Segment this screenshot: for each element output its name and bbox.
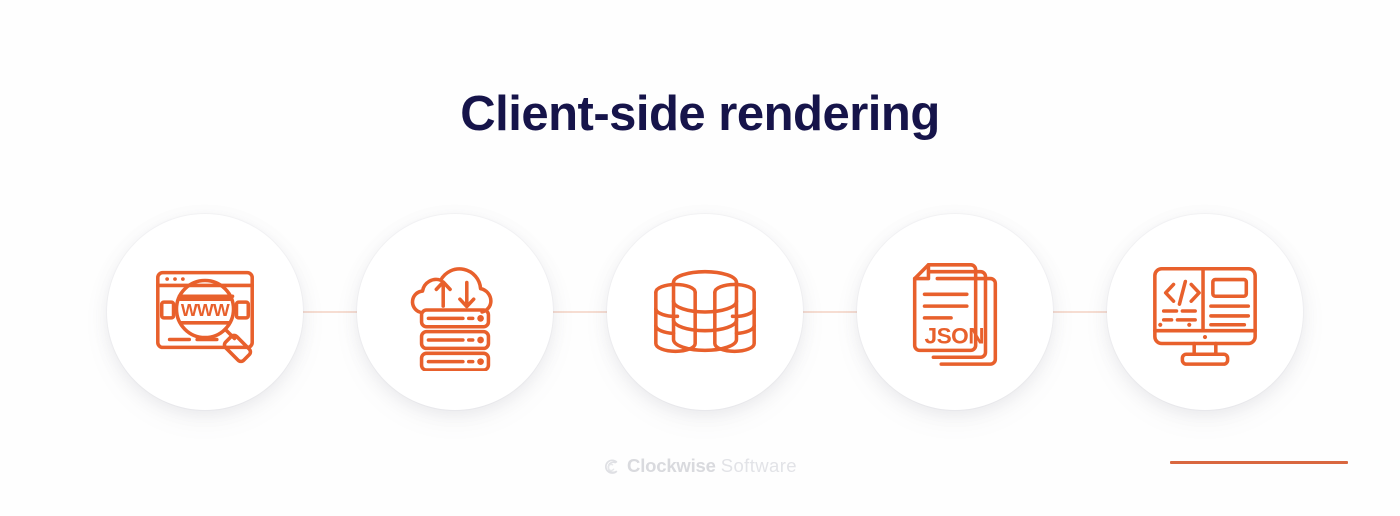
brand-name-secondary: Software (720, 455, 797, 476)
clockwise-swirl-icon (605, 459, 618, 474)
flow-step-browser: WWW (107, 214, 303, 410)
connector-line-3-4 (803, 311, 857, 313)
flow-diagram: WWW (0, 214, 1400, 414)
connector-line-1-2 (303, 311, 357, 313)
svg-text:WWW: WWW (181, 300, 230, 320)
flow-step-database (607, 214, 803, 410)
flow-step-json: JSON (857, 214, 1053, 410)
json-documents-icon: JSON (912, 263, 998, 366)
accent-rule (1170, 461, 1348, 464)
database-stack-icon (654, 269, 756, 354)
footer-brand-logo: Clockwise Software (0, 455, 1400, 477)
connector-line-2-3 (553, 311, 607, 313)
cloud-server-sync-icon (410, 267, 493, 371)
brand-name-primary: Clockwise (627, 455, 716, 476)
page-title: Client-side rendering (460, 87, 940, 141)
monitor-code-icon (1153, 266, 1257, 366)
browser-www-search-icon: WWW (156, 270, 254, 364)
connector-line-4-5 (1053, 311, 1107, 313)
flow-step-cloud-server (357, 214, 553, 410)
flow-step-monitor (1107, 214, 1303, 410)
svg-text:JSON: JSON (925, 323, 985, 348)
